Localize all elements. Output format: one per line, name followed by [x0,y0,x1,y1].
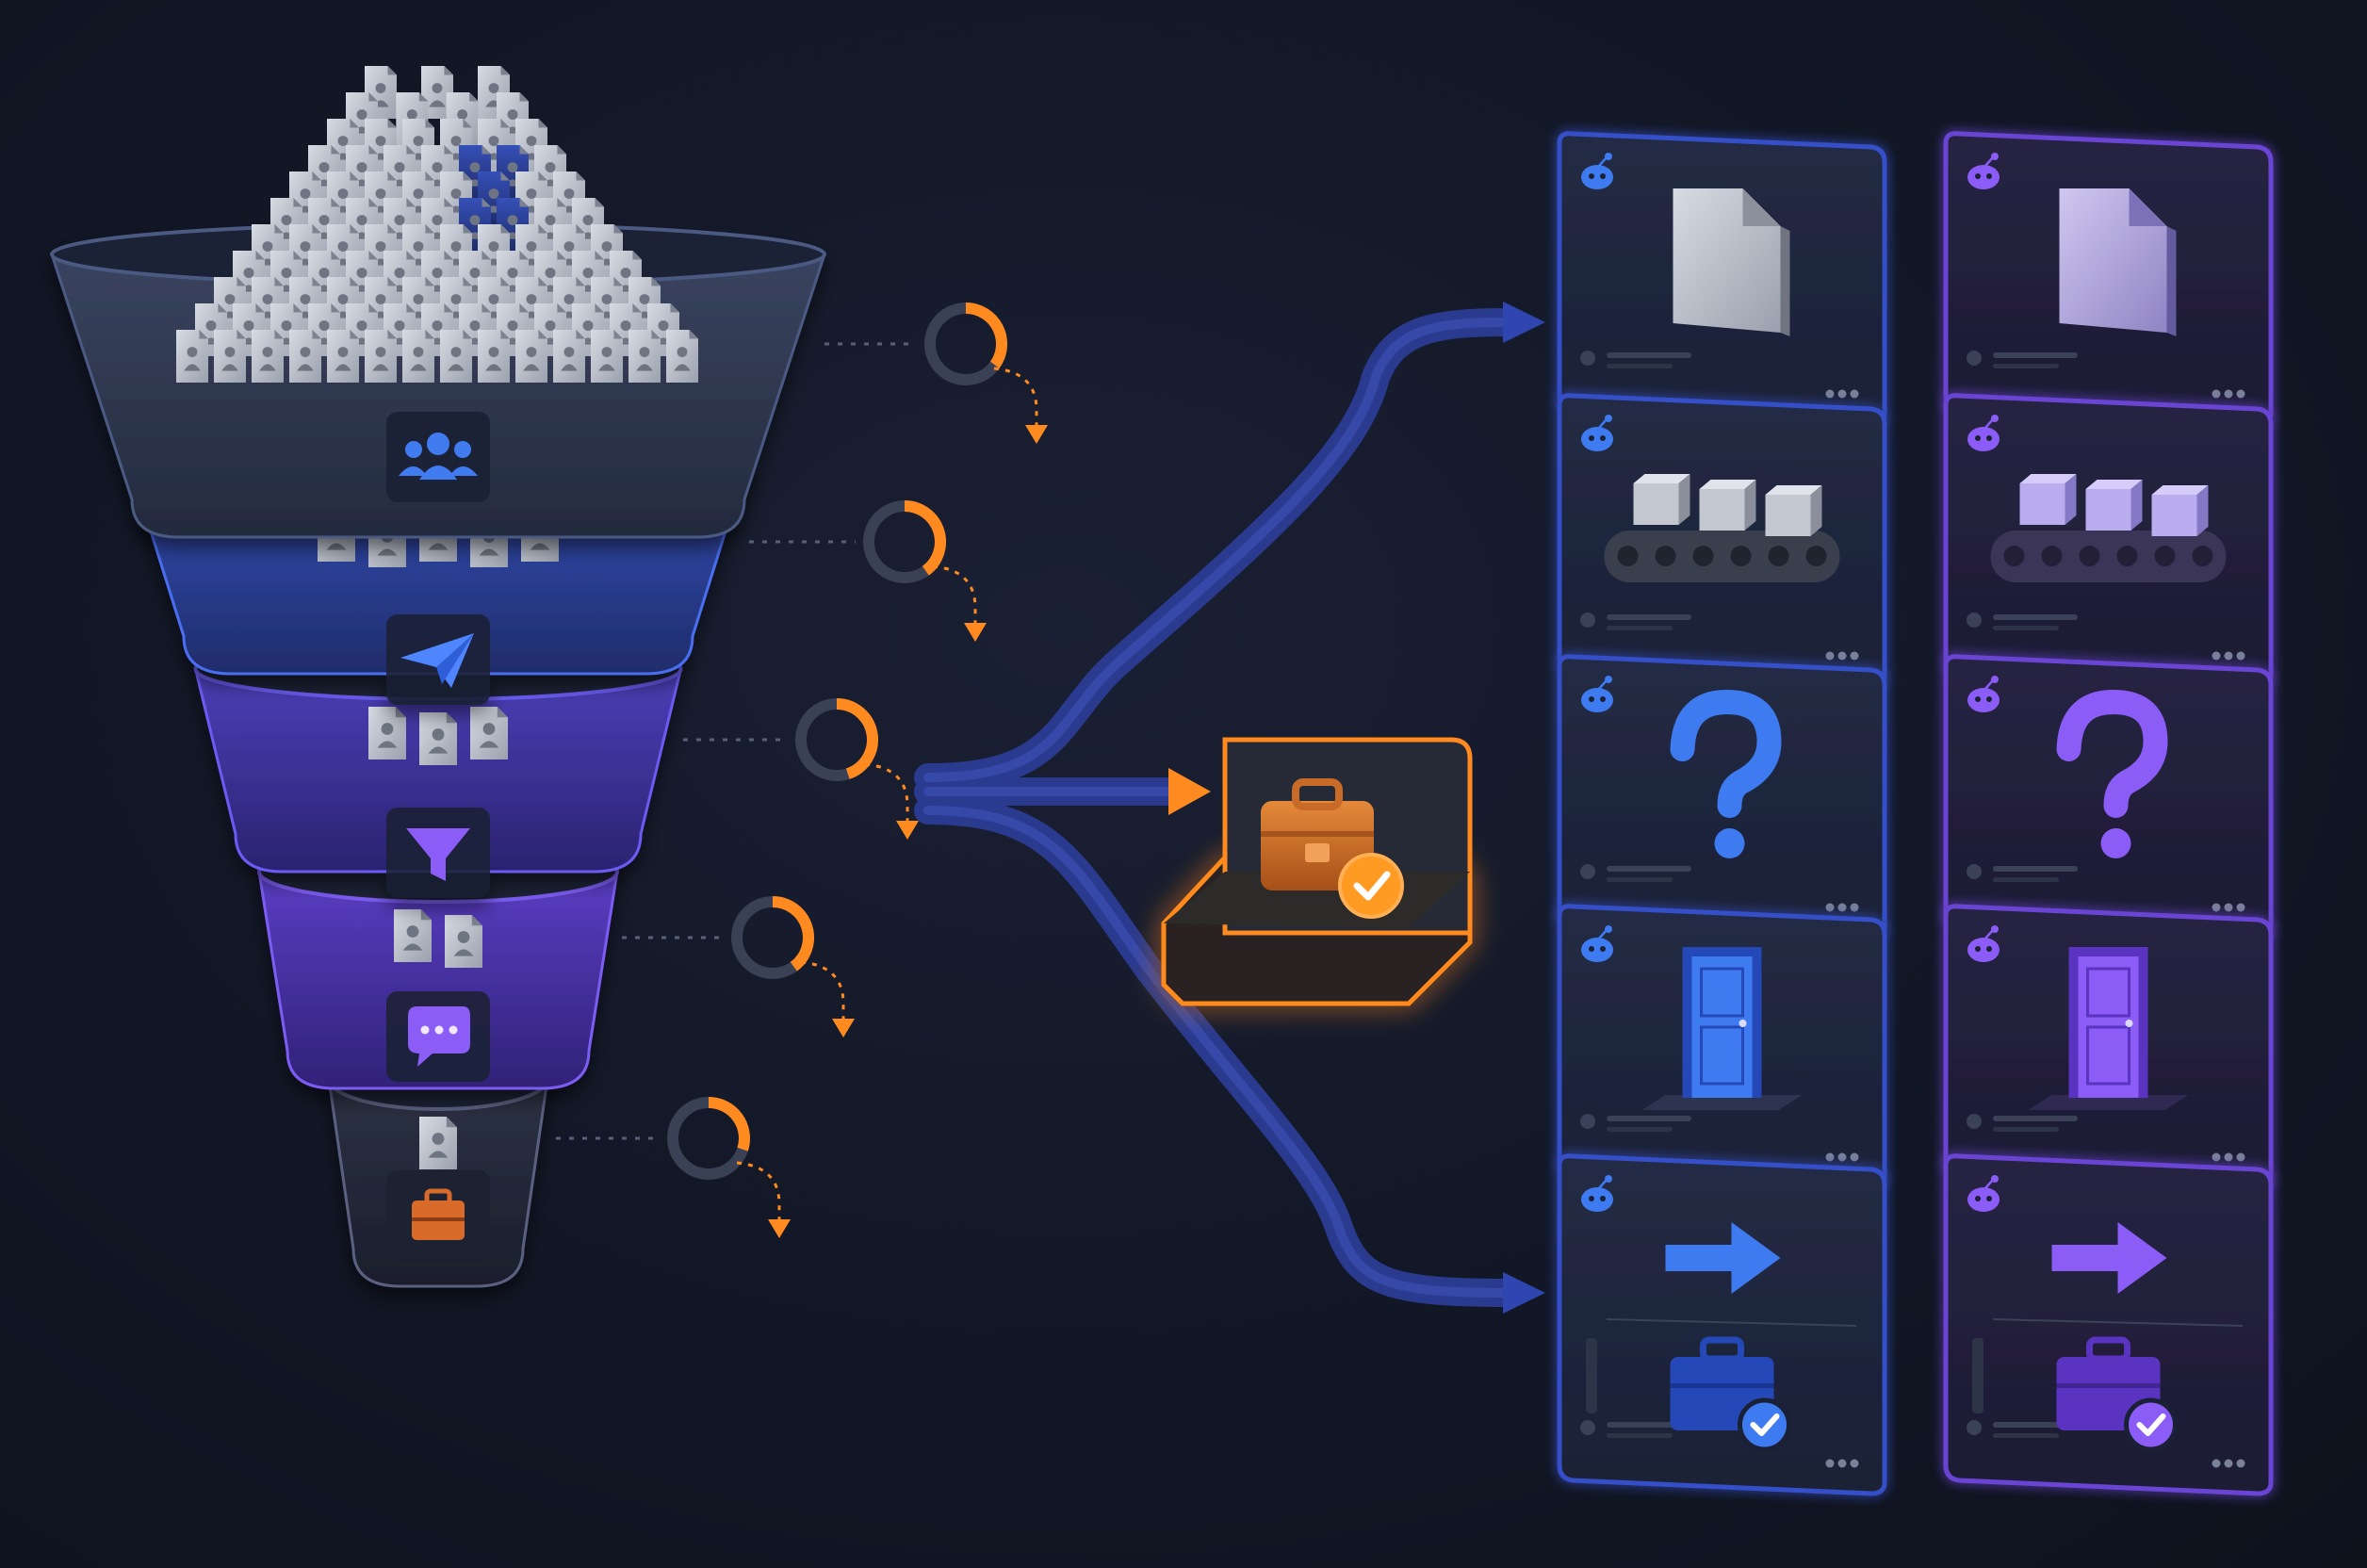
resume-document-icon [440,330,472,383]
outcome-card-violet-5 [1943,1153,2274,1496]
reddit-alien-icon [1967,153,2000,189]
hiring-funnel [49,66,827,1288]
arrow-briefcase-icon [1972,1222,2244,1452]
resume-document-icon [628,330,661,383]
ellipsis-icon[interactable] [2212,1152,2245,1162]
resume-document-icon [327,330,359,383]
conveyor-belt-icon [1990,474,2227,582]
resume-document-icon [289,330,321,383]
outcome-card-blue-3 [1557,654,1887,940]
door-icon [2028,947,2189,1110]
resume-document-icon [591,330,623,383]
resume-document-icon [421,66,453,119]
reddit-alien-icon [1581,1175,1613,1212]
stage-progress-indicators [556,302,1048,1238]
arrowhead-to-last-card [1503,1272,1545,1314]
resume-document-icon [478,330,510,383]
arrowhead-to-hub [1168,768,1211,815]
outcome-card-blue-2 [1557,393,1887,689]
resume-document-icon [666,330,698,383]
reddit-alien-icon [1581,415,1613,451]
arrowhead-to-first-card [1503,302,1545,343]
resume-document-icon [368,707,406,760]
document-icon [2059,188,2177,336]
people-group-icon [399,433,478,480]
chat-bubble-icon [408,1006,470,1067]
ellipsis-icon[interactable] [2212,651,2245,661]
stage-progress-ring-3 [683,698,919,840]
reddit-alien-icon [1581,153,1613,189]
briefcase-icon [412,1188,465,1240]
reddit-alien-icon [1967,415,2000,451]
paper-plane-icon [400,633,474,688]
outcome-card-grid [1557,131,2274,1496]
arrow-briefcase-icon [1586,1222,1857,1452]
outcome-card-violet-1 [1943,131,2274,427]
flow-connectors [914,308,1522,1307]
reddit-alien-icon [1581,676,1613,712]
filter-funnel-icon [406,828,470,881]
stage-progress-ring-5 [556,1097,791,1238]
outcome-card-violet-2 [1943,393,2274,689]
resume-document-icon [419,712,457,765]
ellipsis-icon[interactable] [1825,389,1859,399]
resume-document-icon [394,909,432,962]
reddit-alien-icon [1967,1175,2000,1212]
resume-document-icon [176,330,208,383]
resume-document-icon [553,330,585,383]
outcome-card-blue-1 [1557,131,1887,427]
outcome-card-blue-5 [1557,1153,1887,1496]
resume-pile [176,66,698,383]
ellipsis-icon[interactable] [1825,1459,1859,1468]
question-mark-icon [1670,689,1782,858]
stage-progress-ring-4 [622,896,855,1037]
reddit-alien-icon [1967,676,2000,712]
outcome-card-violet-3 [1943,654,2274,940]
reddit-alien-icon [1967,925,2000,962]
resume-document-icon [445,915,482,968]
door-icon [1641,947,1803,1110]
resume-document-icon [365,330,397,383]
connector-to-first-card [914,308,1522,792]
hub-briefcase-node [1161,737,1473,1006]
stage-progress-ring-1 [824,302,1048,444]
ellipsis-icon[interactable] [1825,651,1859,661]
resume-document-icon [252,330,284,383]
conveyor-belt-icon [1604,474,1840,582]
resume-document-icon [402,330,434,383]
ellipsis-icon[interactable] [1825,903,1859,912]
resume-document-icon [515,330,547,383]
stage-progress-ring-2 [749,500,987,642]
resume-document-icon [470,707,508,760]
ellipsis-icon[interactable] [2212,1459,2245,1468]
outcome-card-blue-4 [1557,904,1887,1190]
document-icon [1673,188,1790,336]
ellipsis-icon[interactable] [2212,389,2245,399]
resume-document-icon [419,1117,457,1169]
reddit-alien-icon [1581,925,1613,962]
outcome-card-violet-4 [1943,904,2274,1190]
ellipsis-icon[interactable] [2212,903,2245,912]
question-mark-icon [2056,689,2168,858]
ellipsis-icon[interactable] [1825,1152,1859,1162]
resume-document-icon [214,330,246,383]
briefcase-check-icon [1261,778,1404,919]
